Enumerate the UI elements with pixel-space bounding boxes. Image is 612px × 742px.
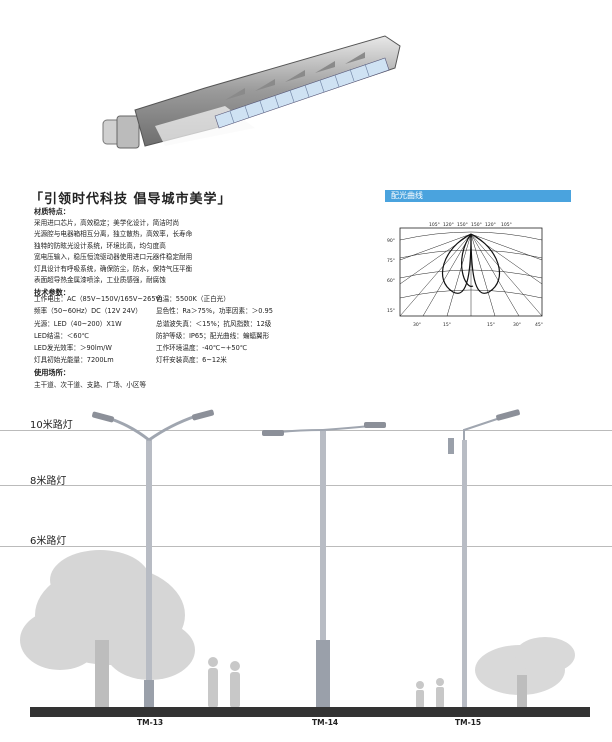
tech-cell: 灯具初始光能量：7200Lm [34,356,114,365]
pole-tm14-image [262,422,386,708]
height-line-8m [0,485,612,486]
ground-bar [30,707,590,717]
tech-row: 频率（50~60Hz）DC（12V 24V） 显色性：Ra＞75%，功率因素：＞0… [34,305,273,317]
tech-row: 灯具初始光能量：7200Lm 灯杆安装高度：6~12米 [34,354,273,366]
tech-cell: 频率（50~60Hz）DC（12V 24V） [34,307,142,316]
material-section: 材质特点： 采用进口芯片，高效稳定；美学化设计，简洁时尚 光源腔与电器箱相互分离… [34,206,192,298]
tech-cell: 防护等级：IP65；配光曲线：蝙蝠翼形 [156,331,270,340]
tech-params-table: 工作电压：AC（85V~150V/165V~265V）色温：5500K（正白光）… [34,293,273,391]
material-line: 灯具设计有呼吸系统，确保防尘，防水，保持气压平衡 [34,264,193,273]
tech-heading: 技术参数： [34,287,70,297]
tech-cell: LED发光效率：＞90lm/W [34,344,112,353]
tech-cell: 总谐波失真：＜15%；抗风指数：12级 [156,319,272,328]
model-label-tm14: TM-14 [312,718,339,727]
street-lamp-product-image [102,35,401,149]
people-silhouette-image [208,657,444,708]
tech-row: LED发光效率：＞90lm/W 工作环境温度：-40℃~+50℃ [34,342,273,354]
diagram-left-label: 15° [387,308,395,314]
tech-cell: 显色性：Ra＞75%，功率因素：＞0.95 [156,307,273,316]
material-line: 宽电压输入，稳压恒流驱动器使用进口元器件稳定耐用 [34,253,193,261]
light-distribution-diagram: 105° 120° 150° 150° 120° 105° 90° 75° 60… [387,222,543,328]
pole-tm13-image [92,409,214,708]
diagram-top-label: 105° [429,222,440,228]
diagram-top-label: 150° [471,222,482,228]
diagram-left-label: 60° [387,278,395,284]
height-label-8m: 8米路灯 [30,476,67,487]
height-label-10m: 10米路灯 [30,420,73,431]
diagram-title-bar: 配光曲线 [385,190,571,202]
tech-cell: 灯杆安装高度：6~12米 [156,356,227,365]
height-label-6m: 6米路灯 [30,536,67,547]
usage-heading: 使用场所： [34,367,70,377]
diagram-bottom-label: 15° [487,322,495,328]
tech-cell: 工作电压：AC（85V~150V/165V~265V） [34,295,167,303]
tech-cell: LED结温：＜60℃ [34,331,90,340]
tech-cell: 光源：LED（40~200）X1W [34,319,122,328]
tech-row: 工作电压：AC（85V~150V/165V~265V）色温：5500K（正白光） [34,293,273,305]
diagram-bottom-label: 45° [535,322,543,328]
tech-row: 光源：LED（40~200）X1W 总谐波失真：＜15%；抗风指数：12级 [34,318,273,330]
material-line: 采用进口芯片，高效稳定；美学化设计，简洁时尚 [34,218,180,227]
diagram-top-label: 105° [501,222,512,228]
material-line: 独特的防眩光设计系统，环境比高，均匀度高 [34,241,166,250]
model-label-tm13: TM-13 [137,718,164,727]
diagram-bottom-label: 30° [413,322,421,328]
model-label-tm15: TM-15 [455,718,482,727]
diagram-top-label: 120° [485,222,496,228]
diagram-left-label: 75° [387,258,395,264]
tech-cell: 工作环境温度：-40℃~+50℃ [156,344,248,353]
diagram-left-label: 90° [387,238,395,244]
tree-right-image [475,637,575,708]
tree-left-image [20,550,195,708]
usage-text: 主干道、次干道、支路、广场、小区等 [34,381,147,390]
material-line: 光源腔与电器箱相互分离，独立散热，高效率，长寿命 [34,230,193,238]
diagram-top-label: 150° [457,222,468,228]
material-heading: 材质特点： [34,207,70,216]
pole-tm15-image [448,409,520,708]
diagram-bottom-label: 15° [443,322,451,328]
tech-cell: 色温：5500K（正白光） [156,295,230,303]
slogan-heading: 「引领时代科技 倡导城市美学」 [30,192,232,207]
diagram-bottom-label: 30° [513,322,521,328]
material-line: 表面超导热金属漆喷涂，工业质感强，耐腐蚀 [34,276,166,284]
height-line-6m [0,546,612,547]
streetlight-scene [20,409,575,708]
diagram-top-label: 120° [443,222,454,228]
tech-row: LED结温：＜60℃ 防护等级：IP65；配光曲线：蝙蝠翼形 [34,330,273,342]
